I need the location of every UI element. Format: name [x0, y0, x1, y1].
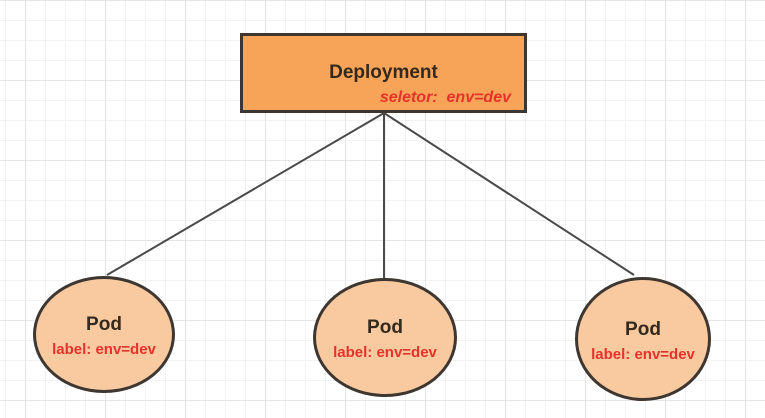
pod-3-title: Pod [625, 318, 661, 340]
deployment-title: Deployment [329, 62, 438, 83]
pod-2-title: Pod [367, 317, 403, 338]
pod-node-3: Pod label: env=dev [575, 277, 711, 401]
pod-1-label: label: env=dev [52, 341, 156, 358]
pod-node-1: Pod label: env=dev [33, 276, 175, 393]
connector-deployment-pod-1 [106, 112, 385, 276]
deployment-selector-label: seletor: env=dev [379, 89, 511, 106]
pod-2-label: label: env=dev [333, 344, 437, 361]
pod-node-2: Pod label: env=dev [313, 278, 457, 397]
deployment-node: Deployment seletor: env=dev [240, 33, 527, 113]
connector-deployment-pod-3 [383, 112, 635, 276]
pod-1-title: Pod [86, 314, 122, 335]
pod-3-label: label: env=dev [591, 345, 695, 363]
